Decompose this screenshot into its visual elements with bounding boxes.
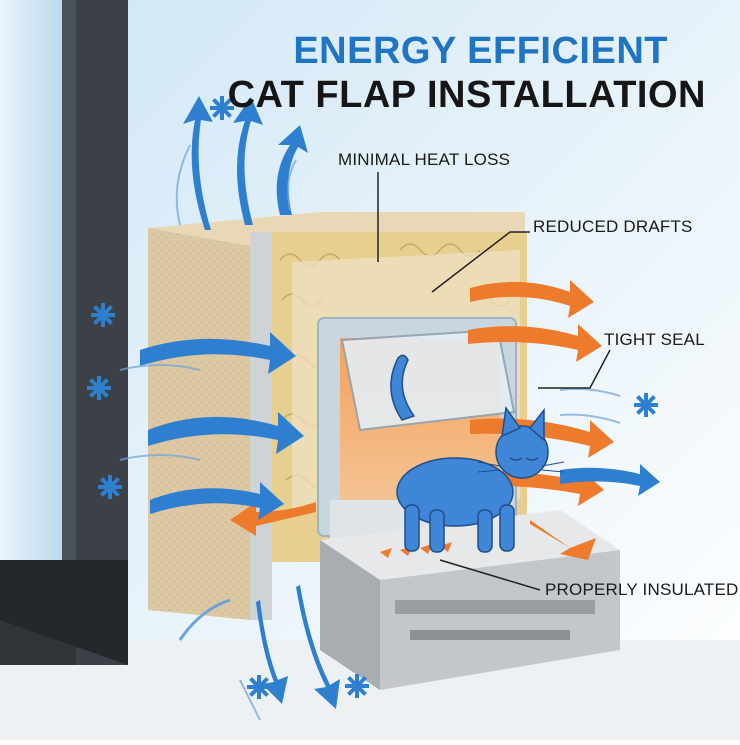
cold-air-arrow-icon [140, 332, 296, 374]
callout-leaders [377, 172, 611, 591]
snowflake-icon [247, 675, 271, 699]
callout-properly-insulated: PROPERLY INSULATED [545, 580, 739, 599]
snowflake-icon [210, 96, 234, 120]
cold-air-arrows [140, 96, 660, 709]
title-line-1: ENERGY EFFICIENT [293, 30, 668, 72]
warm-air-arrow-icon [230, 502, 316, 536]
snowflake-icon [91, 303, 115, 327]
snowflake-icon [345, 674, 369, 698]
callout-heat-loss: MINIMAL HEAT LOSS [338, 150, 511, 169]
warm-air-arrows [230, 280, 614, 560]
cold-air-arrow-icon [148, 412, 304, 454]
callout-tight-seal: TIGHT SEAL [604, 330, 705, 349]
cold-air-arrow-icon [150, 482, 284, 520]
cold-air-arrow-icon [183, 96, 213, 230]
snowflake-icon [634, 393, 658, 417]
warm-air-arrow-icon [530, 520, 596, 560]
flap-door [340, 328, 516, 432]
cold-air-arrow-icon [560, 464, 660, 496]
title-line-2: CAT FLAP INSTALLATION [227, 74, 706, 116]
warm-air-arrow-icon [468, 324, 602, 362]
callout-reduced-drafts: REDUCED DRAFTS [533, 217, 693, 236]
window-frame [0, 0, 128, 665]
warm-air-arrow-icon [470, 280, 594, 318]
cold-air-arrow-icon [233, 97, 263, 225]
snowflakes [87, 96, 658, 699]
cat-icon [390, 354, 565, 553]
sill-extrusion [320, 510, 620, 690]
air-streaks [119, 144, 621, 721]
cold-air-arrow-icon [296, 585, 340, 709]
cold-air-arrow-icon [256, 600, 288, 704]
snowflake-icon [98, 475, 122, 499]
snowflake-icon [87, 376, 111, 400]
cold-air-arrow-icon [276, 125, 308, 215]
